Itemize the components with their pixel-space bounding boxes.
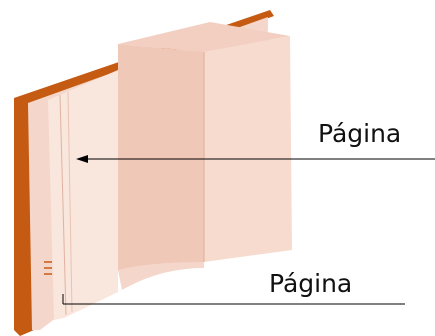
left-page (48, 70, 118, 320)
right-page-side (204, 36, 292, 262)
right-page-front (118, 44, 204, 270)
lower-page-curve (118, 262, 204, 290)
page-label-bottom: Página (269, 269, 353, 298)
page-edge-line (67, 91, 73, 313)
page-edge-line (59, 94, 67, 316)
page-label-top: Página (318, 119, 402, 148)
arrow-head-top (76, 155, 88, 163)
right-page-top (118, 22, 290, 52)
